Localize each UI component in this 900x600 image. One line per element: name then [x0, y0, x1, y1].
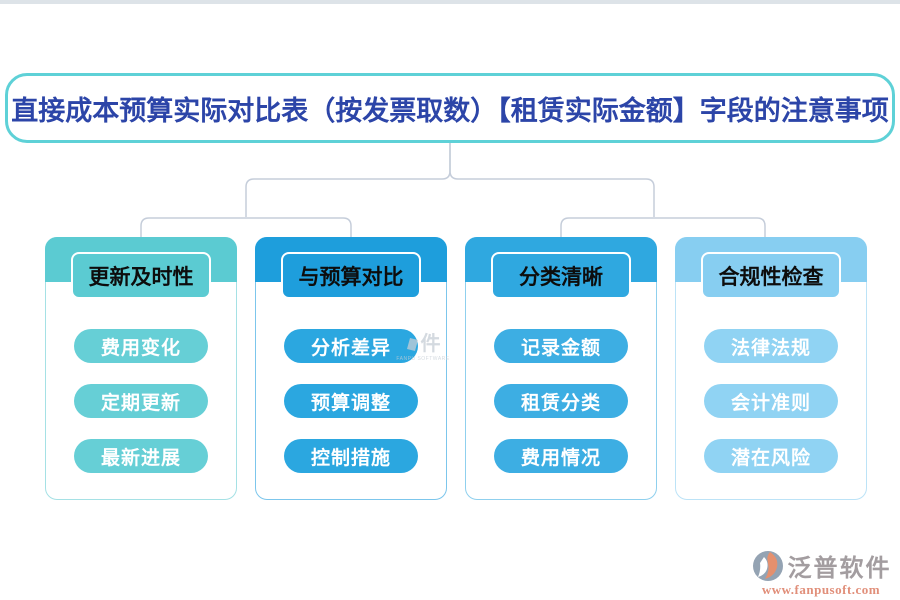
connector-right-branch: [560, 217, 766, 238]
topic-pill: 法律法规: [704, 329, 838, 363]
topic-card-1: 更新及时性费用变化定期更新最新进展: [45, 237, 237, 500]
topic-card-4: 合规性检查法律法规会计准则潜在风险: [675, 237, 867, 500]
topic-pill: 预算调整: [284, 384, 418, 418]
connector-root-left: [245, 143, 451, 217]
card-header-label: 更新及时性: [71, 252, 211, 299]
brand-logo: 泛普软件 www.fanpusoft.com: [748, 548, 894, 598]
topic-card-2: 与预算对比分析差异预算调整控制措施: [255, 237, 447, 500]
connector-root-right: [449, 143, 655, 217]
brand-name: 泛普软件: [787, 556, 892, 582]
topic-pill: 租赁分类: [494, 384, 628, 418]
topic-pill: 最新进展: [74, 439, 208, 473]
topic-card-3: 分类清晰记录金额租赁分类费用情况: [465, 237, 657, 500]
topic-pill: 控制措施: [284, 439, 418, 473]
top-divider: [0, 0, 900, 4]
page-title: 直接成本预算实际对比表（按发票取数）【租赁实际金额】字段的注意事项: [11, 95, 889, 126]
topic-pill: 分析差异: [284, 329, 418, 363]
topic-pill: 费用变化: [74, 329, 208, 363]
topic-pill: 会计准则: [704, 384, 838, 418]
topic-pill: 潜在风险: [704, 439, 838, 473]
topic-pill: 记录金额: [494, 329, 628, 363]
card-header-label: 合规性检查: [701, 252, 841, 299]
card-header-label: 分类清晰: [491, 252, 631, 299]
card-header-label: 与预算对比: [281, 252, 421, 299]
title-box: 直接成本预算实际对比表（按发票取数）【租赁实际金额】字段的注意事项: [5, 73, 895, 143]
brand-website: www.fanpusoft.com: [761, 582, 881, 597]
topic-pill: 定期更新: [74, 384, 208, 418]
connector-left-branch: [140, 217, 352, 238]
topic-pill: 费用情况: [494, 439, 628, 473]
fanpu-logo-icon: [752, 550, 783, 581]
